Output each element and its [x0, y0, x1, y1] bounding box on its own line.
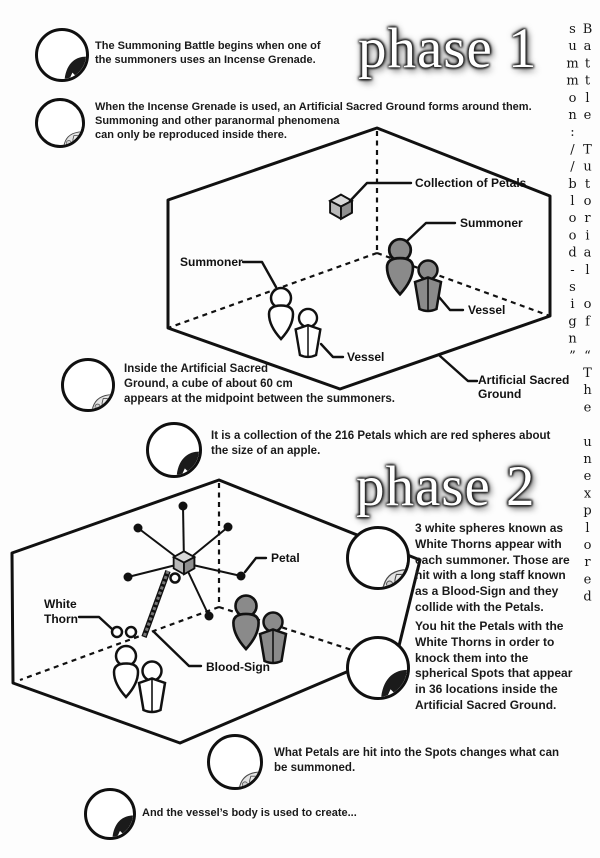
avatar-boy-4 [84, 788, 136, 840]
boy-avatar-icon [38, 31, 86, 79]
blood-sign-label: Blood-Sign [206, 660, 270, 674]
summoner-figure [232, 594, 260, 651]
narration-text-2: When the Incense Grenade is used, an Art… [95, 101, 532, 141]
summoner-left-label: Summoner [180, 255, 243, 269]
pointer-line [77, 615, 114, 631]
petal-label: Petal [271, 551, 300, 565]
vessel-figure [294, 307, 322, 359]
pointer-line [438, 354, 479, 383]
avatar-boy-2 [146, 422, 202, 478]
pointer-line [152, 630, 203, 668]
vessel-figure [258, 611, 288, 665]
phase-1-title: phase 1 [358, 17, 538, 80]
petal-dot [204, 611, 214, 621]
girl-avatar-icon [64, 361, 112, 409]
avatar-girl-3 [346, 526, 410, 590]
petal-cube-icon [172, 550, 196, 576]
white-thorn-label: White [44, 597, 77, 611]
boy-avatar-icon [349, 639, 407, 697]
narration-text-8: And the vessel’s body is used to create.… [142, 807, 357, 819]
narration-text-6: You hit the Petals with the White Thorns… [415, 619, 573, 712]
girl-avatar-icon [210, 737, 260, 787]
sacred-ground-diagram-2: Petal White Thorn Blood-Sign [10, 478, 422, 745]
vessel-figure [413, 259, 443, 313]
collection-of-petals-label: Collection of Petals [415, 176, 527, 190]
vessel-figure [137, 660, 167, 714]
phase-2-title: phase 2 [356, 455, 536, 518]
narration-text-3: Inside the Artificial Sacred Ground, a c… [124, 363, 395, 405]
narration-text-1: The Summoning Battle begins when one of … [95, 40, 321, 66]
pointer-line [243, 556, 268, 574]
petal-dot [236, 571, 246, 581]
white-thorn-label: Thorn [44, 612, 78, 626]
avatar-girl-1 [35, 98, 85, 148]
narration-text-4: It is a collection of the 216 Petals whi… [211, 430, 551, 457]
avatar-girl-4 [207, 734, 263, 790]
blood-sign-staff-icon [141, 570, 171, 638]
summoner-figure [112, 644, 140, 699]
girl-avatar-icon [38, 101, 82, 145]
petal-dot [223, 522, 233, 532]
summoner-figure [267, 286, 295, 341]
white-thorn-icon [124, 625, 138, 639]
vessel-right-label: Vessel [468, 303, 505, 317]
petal-dot [133, 523, 143, 533]
white-thorn-icon [169, 572, 181, 584]
artificial-sacred-ground-label: Ground [478, 387, 521, 401]
petal-cube-icon [329, 193, 353, 220]
summoner-figure [385, 237, 415, 296]
avatar-girl-2 [61, 358, 115, 412]
series-side-title: Battle Tutorial of “The unexplored summo… [565, 22, 595, 607]
white-thorn-icon [110, 625, 124, 639]
girl-avatar-icon [349, 529, 407, 587]
hexagon-boundary-1 [166, 126, 552, 391]
avatar-boy-3 [346, 636, 410, 700]
vessel-left-label: Vessel [347, 350, 384, 364]
boy-avatar-icon [149, 425, 199, 475]
petal-dot [178, 501, 188, 511]
artificial-sacred-ground-label: Artificial Sacred [478, 373, 569, 387]
avatar-boy-1 [35, 28, 89, 82]
narration-text-7: What Petals are hit into the Spots chang… [274, 747, 559, 774]
petal-dot [123, 572, 133, 582]
summoner-right-label: Summoner [460, 216, 523, 230]
pointer-line [319, 342, 345, 359]
sacred-ground-diagram-1: Collection of Petals Summoner Summoner V… [166, 126, 569, 401]
boy-avatar-icon [87, 791, 133, 837]
hexagon-boundary-2 [10, 478, 422, 745]
narration-text-5: 3 white spheres known as White Thorns ap… [415, 521, 570, 614]
back-corner-dashed-lines-2 [19, 483, 359, 682]
pointer-line [348, 181, 413, 203]
pointer-line [437, 295, 465, 312]
pointer-line [405, 221, 457, 243]
pointer-line [241, 260, 278, 289]
